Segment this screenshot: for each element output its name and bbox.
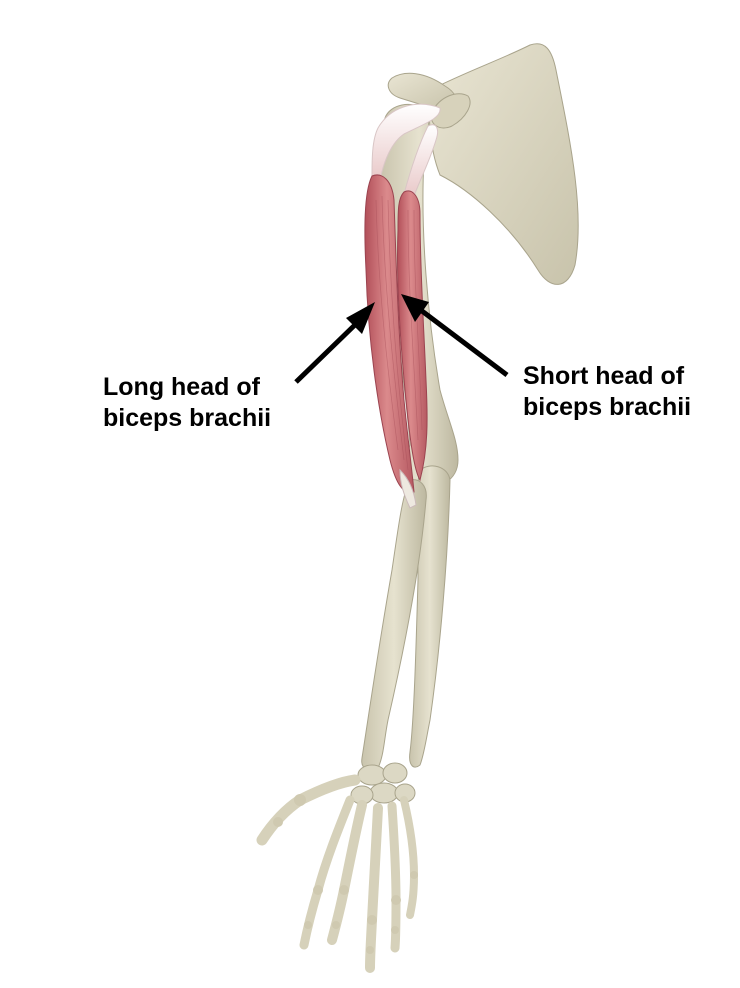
hand-bones bbox=[256, 774, 419, 973]
finger-joints bbox=[273, 794, 418, 954]
short-head-label: Short head of biceps brachii bbox=[523, 361, 691, 423]
muscle-fibers bbox=[375, 195, 423, 471]
long-head-label-line1: Long head of bbox=[103, 373, 260, 401]
arrow-short-head bbox=[401, 294, 509, 377]
long-head-label-line2: biceps brachii bbox=[103, 404, 272, 432]
long-head-label: Long head of biceps brachii bbox=[103, 372, 271, 434]
arrow-long-head bbox=[294, 302, 375, 384]
long-head-tendon bbox=[371, 103, 441, 181]
short-head-tendon bbox=[403, 124, 439, 197]
short-head-label-line2: biceps brachii bbox=[523, 393, 692, 421]
scapula bbox=[428, 43, 579, 285]
distal-biceps-tendon bbox=[399, 468, 417, 509]
short-head-label-line1: Short head of bbox=[523, 362, 685, 390]
short-head-muscle bbox=[396, 190, 428, 482]
carpal-bones bbox=[350, 762, 416, 805]
long-head-muscle bbox=[364, 174, 415, 494]
